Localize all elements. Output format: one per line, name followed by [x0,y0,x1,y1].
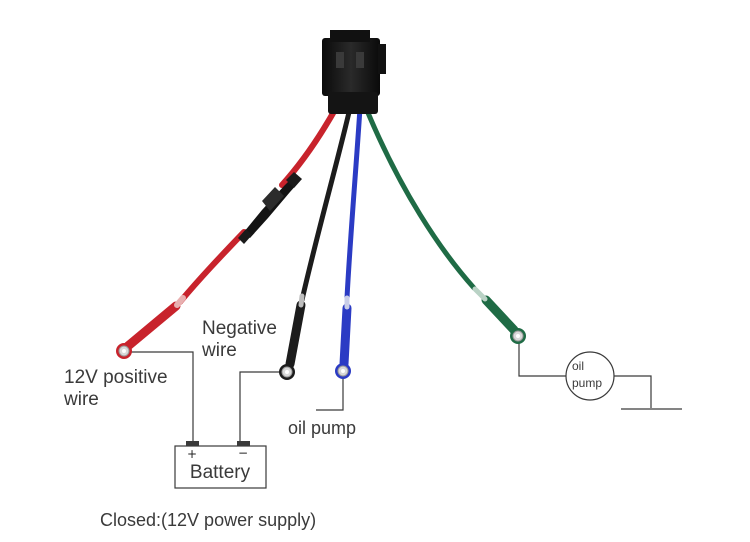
negative-wire-label-line2: wire [201,340,237,361]
wires [123,105,519,369]
blue-ring-terminal [335,363,351,379]
red-wire [279,105,339,188]
oil-pump-label: oil pump [288,418,356,438]
pump-circle-label-line1: oil [572,359,584,373]
green-wire [363,105,477,291]
black-wire-sleeve [285,300,306,369]
battery-label: Battery [190,462,251,483]
positive-wire-label-line1: 12V positive [64,367,168,388]
green-wire-sleeve [481,295,519,335]
black-wire [299,105,353,303]
labels: 12V positive wire Negative wire oil pump… [63,318,356,530]
blue-wire-sleeve [339,303,352,369]
pump-feed-line [518,342,567,377]
oil-pump-symbol: oil pump [565,351,615,401]
battery-symbol: + − Battery [174,441,267,489]
oil-pump-schematic-line [316,378,344,411]
red-wire-strip [174,295,186,308]
blue-wire [344,105,363,301]
schematic-lines [131,342,682,442]
positive-schematic-line [131,351,194,442]
relay-connector [322,30,386,114]
black-wire-strip [298,293,305,308]
battery-plus-sign: + [187,447,197,461]
negative-wire-label-line1: Negative [202,318,277,339]
positive-wire-label-line2: wire [63,389,99,410]
pump-ground-line [614,375,652,408]
green-ring-terminal [510,328,526,344]
green-wire-strip [472,286,488,302]
battery-minus-sign: − [238,446,248,460]
fuse-holder [238,172,302,244]
ring-terminals [116,328,526,380]
caption: Closed:(12V power supply) [100,510,316,530]
red-wire-lower [177,229,247,305]
pump-circle-label-line2: pump [572,376,602,390]
negative-ring-terminal [279,364,295,380]
red-wire-sleeve [123,301,181,351]
negative-schematic-line [239,371,281,442]
positive-ring-terminal [116,343,132,359]
